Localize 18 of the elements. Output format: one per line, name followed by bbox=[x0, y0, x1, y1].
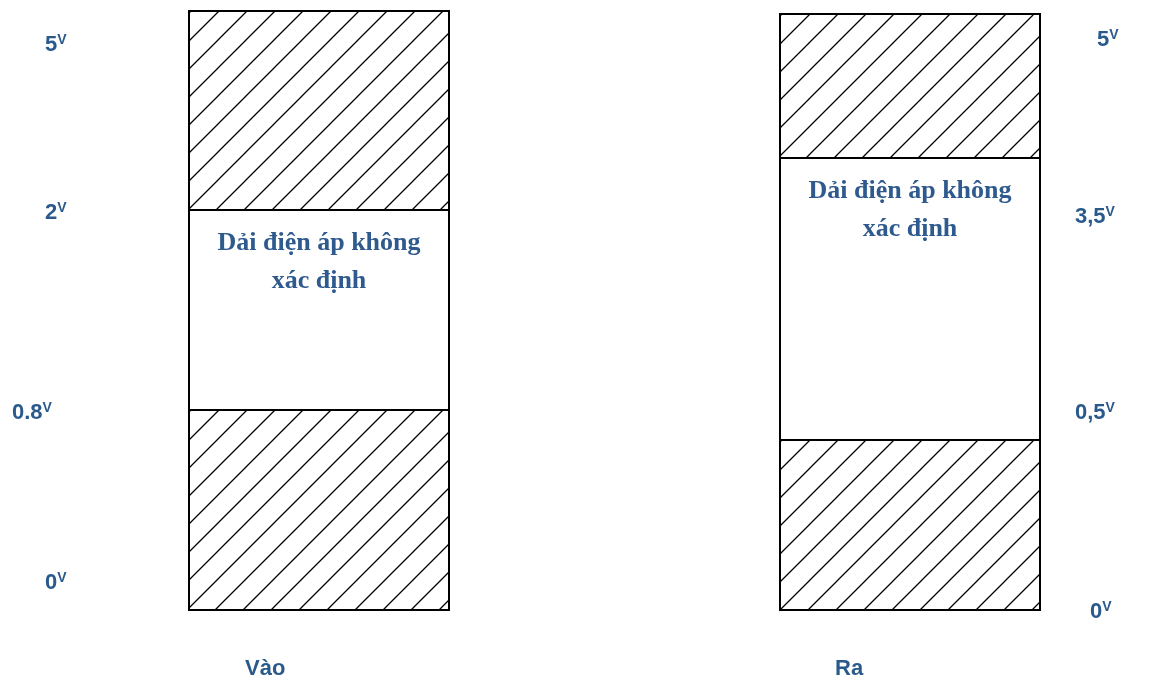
band-box bbox=[188, 209, 450, 412]
voltage-label: 0$^{V}$ bbox=[1090, 597, 1112, 625]
voltage-label: Ra bbox=[835, 654, 864, 682]
band-text: Dải điện áp không xác định bbox=[216, 226, 422, 296]
voltage-label: Vào bbox=[245, 654, 286, 682]
voltage-label: 0,5$^{V}$ bbox=[1075, 398, 1115, 426]
hatched-band bbox=[779, 13, 1041, 160]
voltage-label: 0.8$^{V}$ bbox=[12, 398, 52, 426]
hatched-band bbox=[188, 409, 450, 611]
band-box bbox=[779, 157, 1041, 442]
hatched-band bbox=[188, 10, 450, 211]
voltage-label: 0$^{V}$ bbox=[45, 568, 67, 596]
voltage-label: 5$^{V}$ bbox=[45, 30, 67, 58]
hatched-band bbox=[779, 439, 1041, 611]
voltage-label: 3,5$^{V}$ bbox=[1075, 202, 1115, 230]
voltage-label: 5$^{V}$ bbox=[1097, 25, 1119, 53]
voltage-label: 2$^{V}$ bbox=[45, 198, 67, 226]
band-text: Dải điện áp không xác định bbox=[807, 174, 1013, 244]
